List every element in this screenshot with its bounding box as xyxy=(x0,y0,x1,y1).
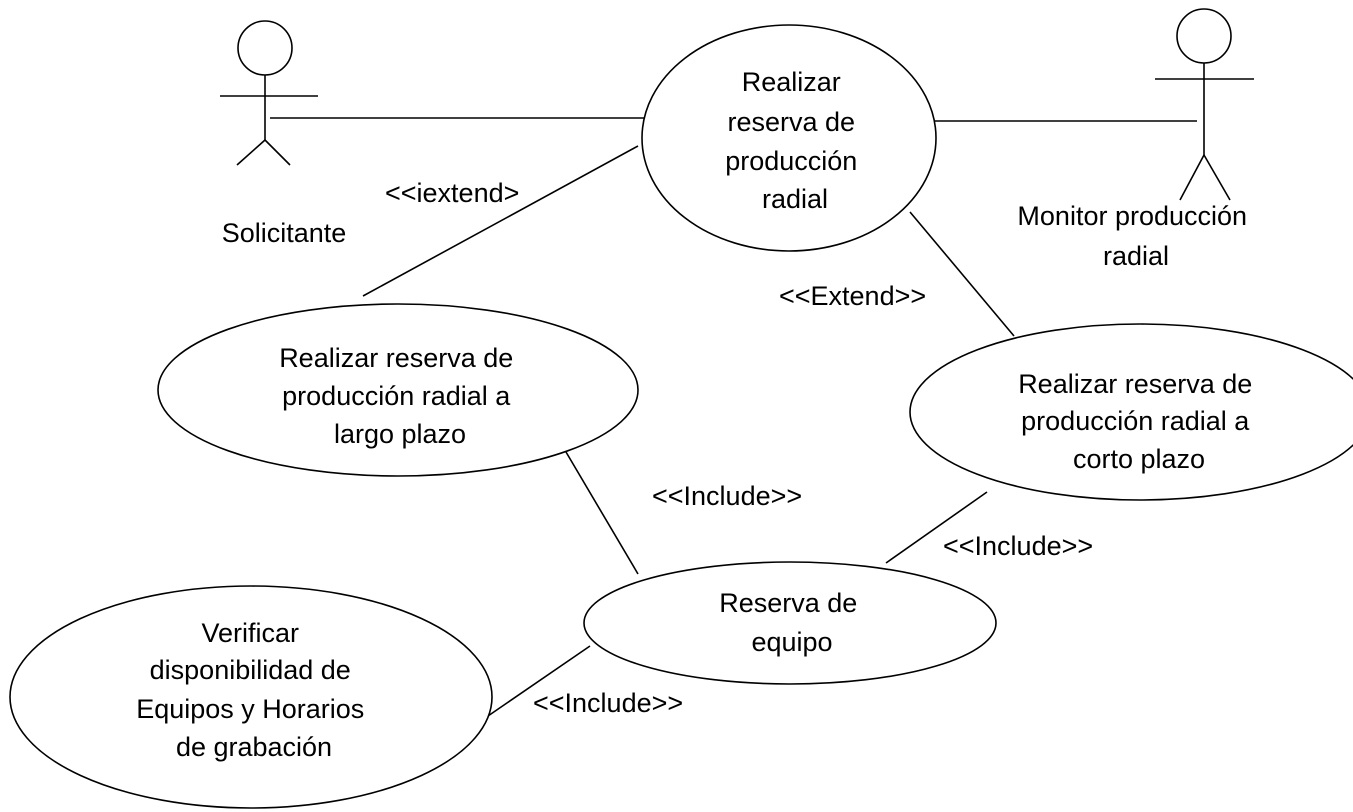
relation-label-include-corto: <<Include>> xyxy=(943,531,1093,561)
use-case-label-line: corto plazo xyxy=(1073,444,1205,474)
use-case-label-line: reserva de xyxy=(727,107,855,137)
relation-label-include-verificar: <<Include>> xyxy=(533,688,683,718)
use-case-label-line: equipo xyxy=(751,627,832,657)
use-case-label: Reserva de equipo xyxy=(719,588,865,657)
use-case-label: Realizar reserva de producción radial xyxy=(725,67,865,214)
use-case-label-line: Equipos y Horarios xyxy=(136,694,364,724)
actor-solicitante: Solicitante xyxy=(220,20,347,248)
use-case-label-line: Realizar xyxy=(742,67,841,97)
actor-monitor-label: Monitor producción radial xyxy=(1017,201,1254,271)
use-case-label-line: radial xyxy=(762,184,828,214)
use-case-label: Verificar disponibilidad de Equipos y Ho… xyxy=(136,618,372,762)
use-case-largo-plazo: Realizar reserva de producción radial a … xyxy=(157,303,639,477)
use-case-label-line: de grabación xyxy=(176,732,332,762)
actor-monitor: Monitor producción radial xyxy=(1017,8,1254,271)
relation-label-include-largo: <<Include>> xyxy=(652,481,802,511)
extend-line-largo-plazo xyxy=(362,145,639,297)
include-line-corto-plazo xyxy=(885,491,988,564)
actor-right-leg xyxy=(1203,154,1231,201)
include-line-verificar xyxy=(487,645,591,717)
extend-line-corto-plazo xyxy=(909,211,1015,337)
relation-label-iextend: <<iextend> xyxy=(385,178,519,208)
use-case-label-line: producción xyxy=(725,146,857,176)
use-case-ellipse xyxy=(909,323,1353,501)
use-case-ellipse xyxy=(157,303,639,477)
use-case-label-line: Realizar reserva de xyxy=(279,343,513,373)
use-case-label-line: largo plazo xyxy=(334,419,466,449)
use-case-label-line: Realizar reserva de xyxy=(1018,369,1252,399)
actor-head xyxy=(237,20,293,76)
use-case-label: Realizar reserva de producción radial a … xyxy=(279,343,521,449)
use-case-reserva-equipo: Reserva de equipo xyxy=(583,561,997,685)
use-case-ellipse xyxy=(583,561,997,685)
actor-solicitante-label: Solicitante xyxy=(222,218,347,248)
include-line-largo-plazo xyxy=(565,451,639,575)
use-case-realizar-reserva: Realizar reserva de producción radial xyxy=(641,24,937,252)
use-case-label: Realizar reserva de producción radial a … xyxy=(1018,369,1260,474)
relation-label-extend: <<Extend>> xyxy=(779,281,926,311)
use-case-ellipse xyxy=(641,24,937,252)
actor-head xyxy=(1176,8,1232,64)
actor-left-leg xyxy=(236,139,266,166)
use-case-label-line: disponibilidad de xyxy=(150,655,351,685)
use-case-ellipse xyxy=(9,585,493,809)
actor-monitor-label-line: Monitor producción xyxy=(1017,201,1247,231)
actor-monitor-label-line: radial xyxy=(1103,241,1169,271)
use-case-corto-plazo: Realizar reserva de producción radial a … xyxy=(909,323,1353,501)
use-case-verificar: Verificar disponibilidad de Equipos y Ho… xyxy=(9,585,493,809)
actor-left-leg xyxy=(1179,154,1205,201)
use-case-label-line: producción radial a xyxy=(1021,406,1250,436)
use-case-label-line: producción radial a xyxy=(282,381,511,411)
use-case-label-line: Reserva de xyxy=(719,588,857,618)
use-case-label-line: Verificar xyxy=(201,618,299,648)
actor-right-leg xyxy=(264,139,291,166)
